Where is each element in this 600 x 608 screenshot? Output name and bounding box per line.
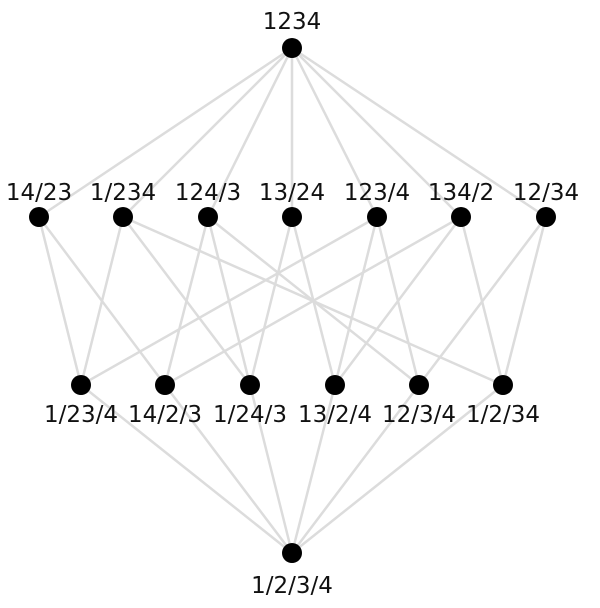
edge-1-24-3--1-2-3-4 bbox=[248, 384, 294, 554]
node-label-1234: 1234 bbox=[263, 9, 322, 35]
node-label-1-2-34: 1/2/34 bbox=[466, 402, 540, 428]
edge-1234--124-3 bbox=[206, 47, 294, 218]
node-1-234 bbox=[113, 207, 133, 227]
edge-1-2-34--1-2-3-4 bbox=[291, 384, 504, 554]
edge-12-34--12-3-4 bbox=[418, 216, 547, 386]
edge-1234--12-34 bbox=[291, 46, 547, 219]
node-1-24-3 bbox=[240, 375, 260, 395]
edge-14-2-3--1-2-3-4 bbox=[164, 384, 293, 554]
node-12-34 bbox=[536, 207, 556, 227]
edge-1-23-4--1-2-3-4 bbox=[80, 384, 293, 554]
node-14-2-3 bbox=[155, 375, 175, 395]
node-124-3 bbox=[198, 207, 218, 227]
node-label-123-4: 123/4 bbox=[344, 180, 410, 206]
node-label-12-3-4: 12/3/4 bbox=[382, 402, 456, 428]
node-1-2-3-4 bbox=[282, 543, 302, 563]
node-13-2-4 bbox=[325, 375, 345, 395]
node-layer bbox=[29, 38, 556, 563]
node-1-23-4 bbox=[71, 375, 91, 395]
node-label-12-34: 12/34 bbox=[513, 180, 579, 206]
node-123-4 bbox=[367, 207, 387, 227]
node-134-2 bbox=[451, 207, 471, 227]
node-label-14-2-3: 14/2/3 bbox=[128, 402, 202, 428]
edge-13-2-4--1-2-3-4 bbox=[290, 384, 337, 554]
edge-134-2--13-2-4 bbox=[334, 216, 462, 386]
node-14-23 bbox=[29, 207, 49, 227]
node-label-1-234: 1/234 bbox=[90, 180, 156, 206]
edge-124-3--14-2-3 bbox=[163, 216, 210, 386]
edge-12-3-4--1-2-3-4 bbox=[291, 384, 420, 554]
node-13-24 bbox=[282, 207, 302, 227]
node-label-1-23-4: 1/23/4 bbox=[44, 402, 118, 428]
node-label-13-2-4: 13/2/4 bbox=[298, 402, 372, 428]
edge-123-4--1-23-4 bbox=[80, 215, 378, 387]
node-label-13-24: 13/24 bbox=[259, 180, 325, 206]
edge-134-2--14-2-3 bbox=[164, 215, 462, 387]
edge-1234--14-23 bbox=[38, 46, 293, 219]
node-1-2-34 bbox=[493, 375, 513, 395]
edge-1234--1-234 bbox=[122, 47, 293, 218]
edge-123-4--13-2-4 bbox=[333, 216, 379, 386]
node-label-124-3: 124/3 bbox=[175, 180, 241, 206]
edge-1-234--1-23-4 bbox=[79, 216, 125, 386]
edge-layer bbox=[37, 46, 548, 554]
node-label-1-24-3: 1/24/3 bbox=[213, 402, 287, 428]
edge-12-34--1-2-34 bbox=[501, 216, 548, 386]
node-label-14-23: 14/23 bbox=[6, 180, 72, 206]
edge-14-23--1-23-4 bbox=[37, 216, 83, 386]
node-12-3-4 bbox=[409, 375, 429, 395]
edge-1234--123-4 bbox=[290, 47, 379, 218]
edge-1234--134-2 bbox=[291, 47, 462, 218]
edge-13-24--1-24-3 bbox=[248, 216, 294, 386]
label-layer: 1234 14/23 1/234 124/3 13/24 123/4 134/2 12/34 1… bbox=[6, 9, 579, 599]
node-1234 bbox=[282, 38, 302, 58]
node-label-134-2: 134/2 bbox=[428, 180, 494, 206]
node-label-1-2-3-4: 1/2/3/4 bbox=[251, 573, 333, 599]
